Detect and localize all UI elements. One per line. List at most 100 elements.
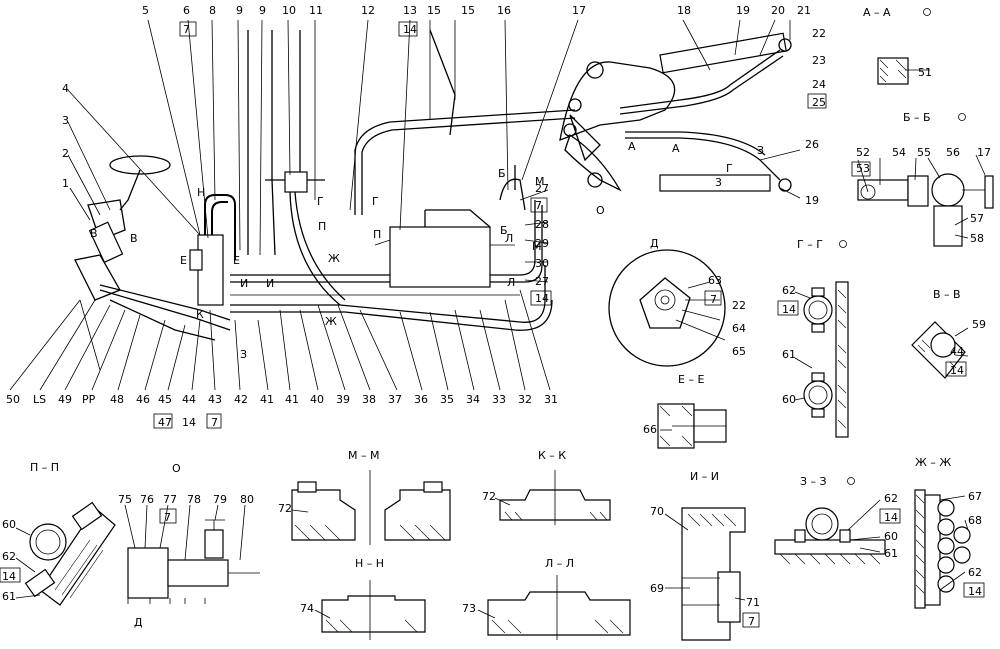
marker-i1: И [240,277,248,290]
callout-bottom-11: 43 [208,393,222,406]
marker-k: К [196,308,204,321]
right-main-callouts: 26 19 27 7 28 29 30 27 14 [519,138,819,306]
callout-56: 56 [946,146,960,159]
callout-top-1: 5 [142,4,149,17]
marker-d: Д [650,237,659,250]
callout-bottom-14: 41 [260,393,274,406]
section-a-a: А – А 51 [863,6,932,85]
callout-bottom-9: 14 [182,416,196,429]
section-zh-zh: Ж – Ж 67 68 62 14 [914,456,985,609]
marker-z: З [240,348,247,361]
callout-bottom-1: 50 [6,393,20,406]
callout-o-7: 7 [164,511,171,524]
marker-a1: А [628,140,636,153]
steering-wheel [109,155,171,175]
callout-57: 57 [970,212,984,225]
callout-75: 75 [118,493,132,506]
callout-right-14: 14 [535,292,549,305]
callout-bottom-18: 38 [362,393,376,406]
callout-58: 58 [970,232,984,245]
callout-v-14: 14 [950,364,964,377]
callout-top-6: 9 [259,4,266,17]
section-o-title: О [172,462,181,475]
marker-m1: М [535,175,545,188]
callout-78: 78 [187,493,201,506]
callout-top-20: 22 [812,27,826,40]
section-b-b: Б – Б 52 53 54 55 56 17 57 58 [851,111,994,247]
callout-top-2: 6 [183,4,190,17]
marker-zh2: Ж [325,315,337,328]
callout-79: 79 [213,493,227,506]
marker-e2: Е [233,254,240,267]
marker-d-arrow: Д [134,616,143,629]
callout-g-14: 14 [782,303,796,316]
marker-g3: Г [726,162,733,175]
callout-bottom-21: 35 [440,393,454,406]
section-e-e: Е – Е 66 [643,373,727,449]
callout-top-3: 7 [183,23,190,36]
callout-bottom-5: 48 [110,393,124,406]
callout-top-17: 19 [736,4,750,17]
callout-g-62: 62 [782,284,796,297]
callout-top-19: 21 [797,4,811,17]
marker-v2: В [130,232,138,245]
callout-m-72: 72 [278,502,292,515]
callout-z-60: 60 [884,530,898,543]
callout-bottom-2: LS [33,393,46,406]
callout-zh-62: 62 [968,566,982,579]
callout-right-7: 7 [535,199,542,212]
callout-right-29: 29 [535,237,549,250]
section-z-title: З – З [800,475,827,488]
callout-right-19: 19 [805,194,819,207]
callout-51: 51 [918,66,932,79]
section-zh-title: Ж – Ж [915,456,951,469]
callout-76: 76 [140,493,154,506]
callout-52: 52 [856,146,870,159]
marker-v1: В [90,227,98,240]
callout-left-1: 1 [62,177,69,190]
callout-top-21: 23 [812,54,826,67]
callout-73: 73 [462,602,476,615]
callout-77: 77 [163,493,177,506]
section-k-k: К – К 72 [482,449,611,525]
callout-top-16: 18 [677,4,691,17]
view-d: 63 7 22 64 65 [608,249,746,367]
callout-top-5: 9 [236,4,243,17]
callout-63: 63 [708,274,722,287]
section-n-title: Н – Н [355,557,384,570]
section-g-title: Г – Г [797,238,823,251]
callout-right-28: 28 [535,218,549,231]
section-l-l: Л – Л 73 [462,557,631,640]
main-assembly-view [74,29,792,371]
callout-bottom-7: 45 [158,393,172,406]
callout-bottom-19: 37 [388,393,402,406]
callout-67: 67 [968,490,982,503]
callout-bottom-17: 39 [336,393,350,406]
section-n-n: Н – Н 74 [300,557,426,640]
callout-v-44: 44 [950,345,964,358]
top-callouts: 5 6 7 8 9 9 10 11 12 13 14 15 15 16 17 1… [142,4,827,256]
section-v-title: В – В [933,288,961,301]
callout-top-7: 10 [282,4,296,17]
callout-zh-14: 14 [968,585,982,598]
callout-d-7: 7 [710,293,717,306]
callout-74: 74 [300,602,314,615]
left-callouts: 1 2 3 4 [62,82,201,236]
marker-p1: П [318,220,326,233]
callout-top-22: 24 [812,78,826,91]
section-l-title: Л – Л [545,557,574,570]
callout-top-14: 16 [497,4,511,17]
callout-bottom-16: 40 [310,393,324,406]
callout-bottom-6: 46 [136,393,150,406]
callout-bottom-22: 34 [466,393,480,406]
callout-55: 55 [917,146,931,159]
marker-z2: З [757,144,764,157]
section-z-z: З – З 62 14 60 61 [774,475,901,565]
callout-i-7: 7 [748,615,755,628]
section-i-title: И – И [690,470,719,483]
callout-70: 70 [650,505,664,518]
section-a-title: А – А [863,6,891,19]
callout-p-14: 14 [2,570,16,583]
marker-3: 3 [715,176,722,189]
callout-bottom-3: 49 [58,393,72,406]
